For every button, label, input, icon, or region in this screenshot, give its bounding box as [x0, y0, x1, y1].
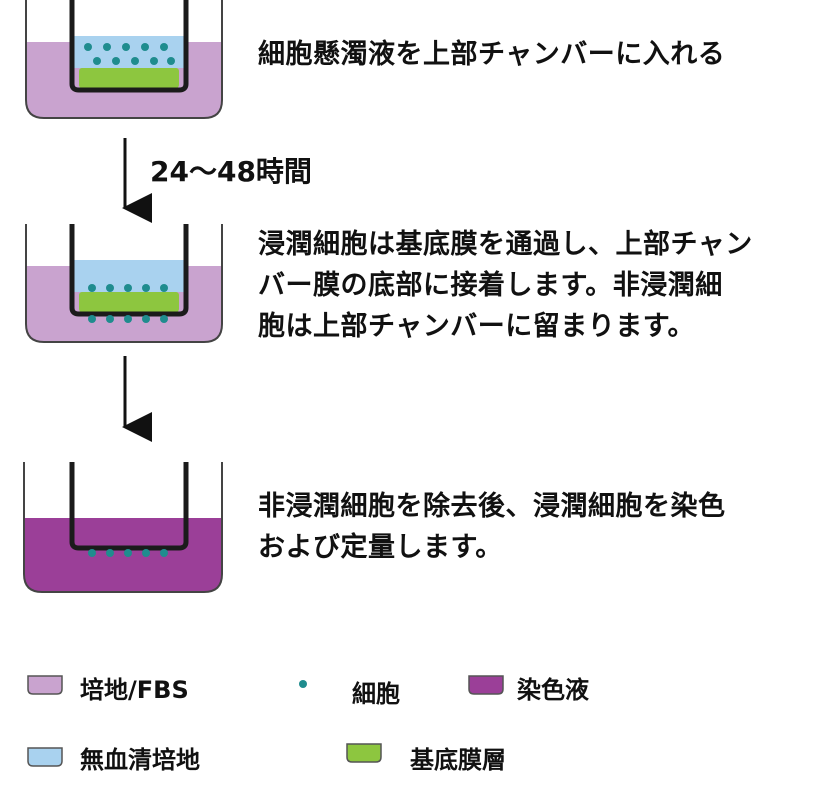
legend-swatch-serum-free	[27, 747, 63, 767]
step-1-text: 細胞懸濁液を上部チャンバーに入れる	[258, 39, 726, 70]
legend-swatch-matrix	[346, 743, 382, 763]
insert-matrix-layer	[79, 292, 179, 312]
insert-outline	[69, 224, 189, 317]
well-outline	[25, 224, 223, 343]
well-step-1	[25, 0, 223, 119]
well-stain	[24, 518, 222, 592]
legend-swatch-medium	[27, 675, 63, 695]
legend-label-serum-free: 無血清培地	[80, 746, 200, 774]
legend-swatch-stain	[468, 675, 504, 695]
legend-swatch-cell	[299, 680, 307, 688]
step-2-text: 浸潤細胞は基底膜を通過し、上部チャン バー膜の底部に接着します。非浸潤細 胞は上…	[258, 229, 753, 342]
well-step-2	[25, 224, 223, 343]
time-label: 24～48時間	[150, 155, 312, 188]
cells-inside	[88, 284, 168, 292]
legend-label-cell: 細胞	[352, 680, 400, 708]
well-outline	[25, 0, 223, 119]
cells-bottom	[88, 315, 168, 323]
legend-label-stain: 染色液	[517, 676, 589, 704]
cells-bottom	[88, 549, 168, 557]
insert-serum-free-medium	[74, 36, 184, 68]
cells-top	[84, 43, 175, 65]
insert-matrix-layer	[79, 68, 179, 88]
well-step-3	[23, 462, 223, 593]
legend-label-medium: 培地/FBS	[80, 676, 189, 704]
insert-outline	[69, 0, 189, 93]
insert-outline	[69, 462, 189, 551]
step-3-text: 非浸潤細胞を除去後、浸潤細胞を染色 および定量します。	[258, 491, 726, 563]
legend-label-matrix: 基底膜層	[410, 746, 506, 774]
well-outline	[23, 462, 223, 593]
legend	[27, 675, 504, 767]
